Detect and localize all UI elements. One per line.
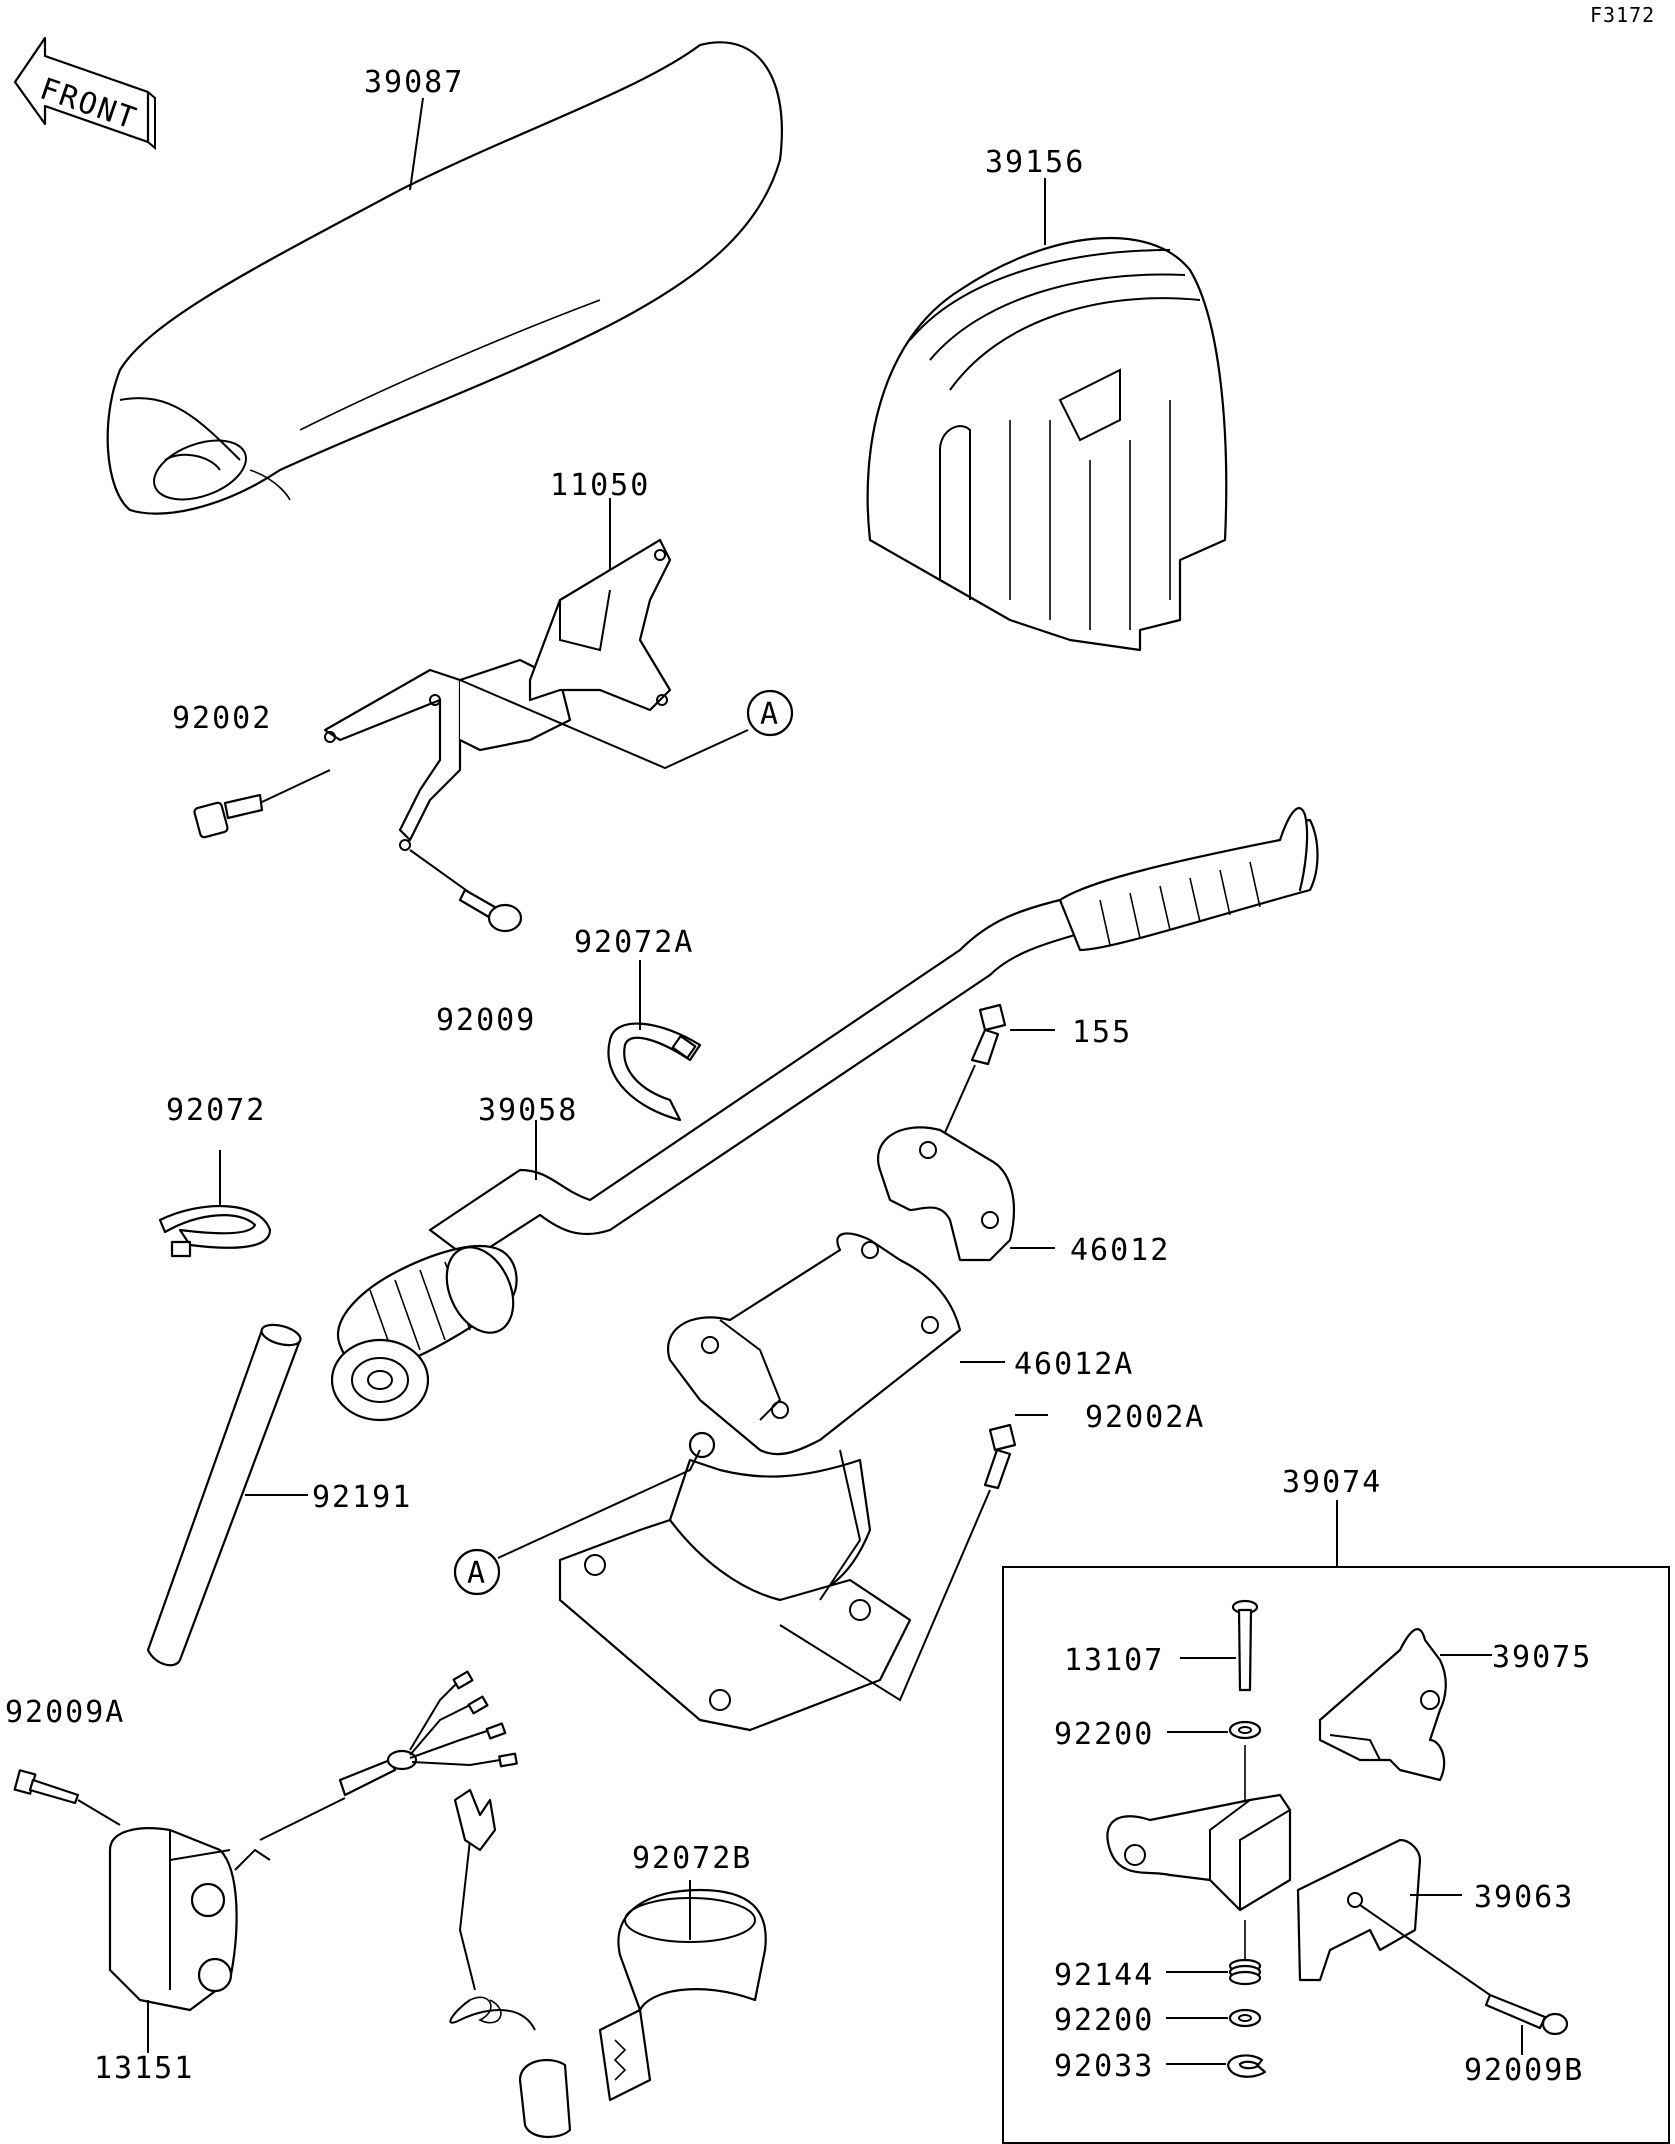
svg-text:A: A (760, 697, 780, 732)
reference-marker-a-top: A (746, 689, 794, 737)
front-arrow-icon: FRONT (13, 36, 156, 151)
boot-part (866, 236, 1228, 652)
label-46012a: 46012A (1014, 1347, 1134, 1382)
label-13107: 13107 (1064, 1643, 1164, 1678)
label-92009a: 92009A (5, 1695, 125, 1730)
label-155: 155 (1072, 1015, 1132, 1050)
handlebar-cover-part (106, 41, 783, 515)
bracket-part (323, 538, 672, 851)
bolt-92002-part (193, 793, 264, 839)
label-11050: 11050 (550, 468, 650, 503)
label-92072b: 92072B (632, 1841, 752, 1876)
cable-tie-92072a-part (607, 1022, 702, 1122)
label-92191: 92191 (312, 1480, 412, 1515)
pin-part (1231, 1599, 1259, 1692)
washer-top-part (1228, 1720, 1262, 1740)
screw-92009b-part (1484, 1993, 1569, 2036)
steering-column-part (558, 1232, 962, 1732)
handlebar-part (330, 807, 1319, 1422)
label-39087: 39087 (364, 65, 464, 100)
reference-marker-a-bottom: A (453, 1548, 501, 1596)
label-13151: 13151 (94, 2051, 194, 2086)
label-92072a: 92072A (574, 925, 694, 960)
label-92009b: 92009B (1464, 2053, 1584, 2088)
label-39075: 39075 (1492, 1640, 1592, 1675)
label-92072: 92072 (166, 1093, 266, 1128)
bolt-155-part (970, 1003, 1007, 1066)
label-39156: 39156 (985, 145, 1085, 180)
bolt-92009a-part (13, 1769, 80, 1805)
label-92033: 92033 (1054, 2049, 1154, 2084)
label-92200-bottom: 92200 (1054, 2003, 1154, 2038)
label-92200-top: 92200 (1054, 1717, 1154, 1752)
label-92002a: 92002A (1085, 1400, 1205, 1435)
label-39074: 39074 (1282, 1465, 1382, 1500)
label-92009: 92009 (436, 1003, 536, 1038)
housing-part (1296, 1838, 1422, 1982)
label-92002: 92002 (172, 701, 272, 736)
throttle-lever-part (1106, 1745, 1292, 1960)
tube-part (146, 1323, 302, 1667)
label-39063: 39063 (1474, 1880, 1574, 1915)
bolt-92002a-part (983, 1423, 1017, 1490)
washer-bottom-part (1228, 2008, 1262, 2028)
label-92144: 92144 (1054, 1958, 1154, 1993)
lever-part (1318, 1628, 1447, 1782)
circlip-part (1226, 2054, 1267, 2078)
clamp-46012-part (877, 1126, 1015, 1262)
figure-id: F3172 (1590, 3, 1655, 27)
switch-part (108, 1670, 518, 2012)
spring-part (1228, 1958, 1262, 1986)
label-46012: 46012 (1070, 1233, 1170, 1268)
label-39058: 39058 (478, 1093, 578, 1128)
screw-92009-part (458, 888, 523, 933)
cable-tie-92072-part (158, 1205, 272, 1258)
svg-text:A: A (467, 1556, 487, 1591)
